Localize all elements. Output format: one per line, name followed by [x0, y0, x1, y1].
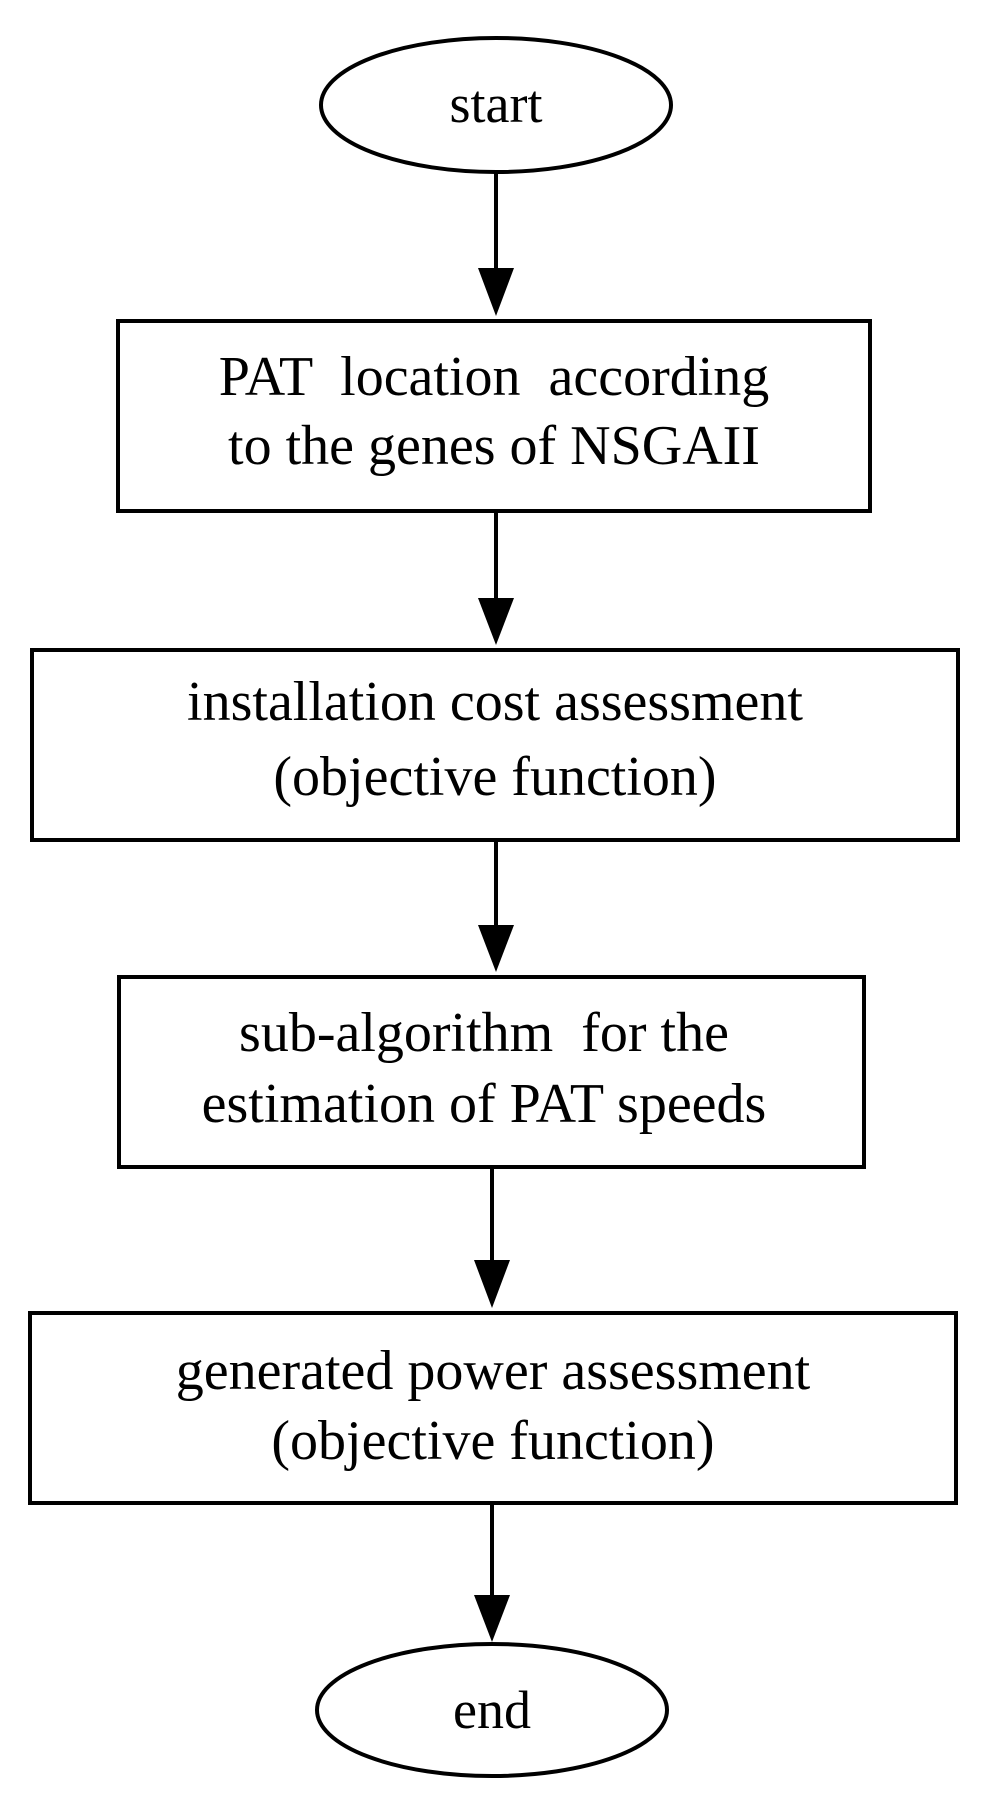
end-terminator: end [315, 1642, 669, 1778]
process-step-pat-location: PAT location according to the genes of N… [116, 319, 872, 513]
process-step-generated-power: generated power assessment (objective fu… [28, 1311, 958, 1505]
arrow-step-4-to-end [474, 1503, 510, 1642]
step-3-line-2: estimation of PAT speeds [202, 1073, 767, 1135]
process-step-installation-cost: installation cost assessment (objective … [30, 648, 960, 842]
step-3-line-1: sub-algorithm for the [239, 1002, 729, 1064]
process-step-sub-algorithm: sub-algorithm for the estimation of PAT … [117, 975, 866, 1169]
start-terminator: start [319, 36, 673, 174]
step-4-line-2: (objective function) [271, 1410, 714, 1472]
arrow-start-to-step-1 [478, 172, 514, 316]
arrow-step-2-to-step-3 [478, 840, 514, 972]
arrow-step-3-to-step-4 [474, 1167, 510, 1308]
step-2-line-1: installation cost assessment [187, 671, 803, 733]
start-label: start [450, 74, 543, 134]
end-label: end [453, 1680, 531, 1740]
step-1-line-1: PAT location according [219, 346, 770, 408]
step-4-line-1: generated power assessment [176, 1340, 811, 1402]
step-1-line-2: to the genes of NSGAII [228, 415, 760, 477]
arrow-step-1-to-step-2 [478, 511, 514, 645]
step-2-line-2: (objective function) [273, 746, 716, 808]
